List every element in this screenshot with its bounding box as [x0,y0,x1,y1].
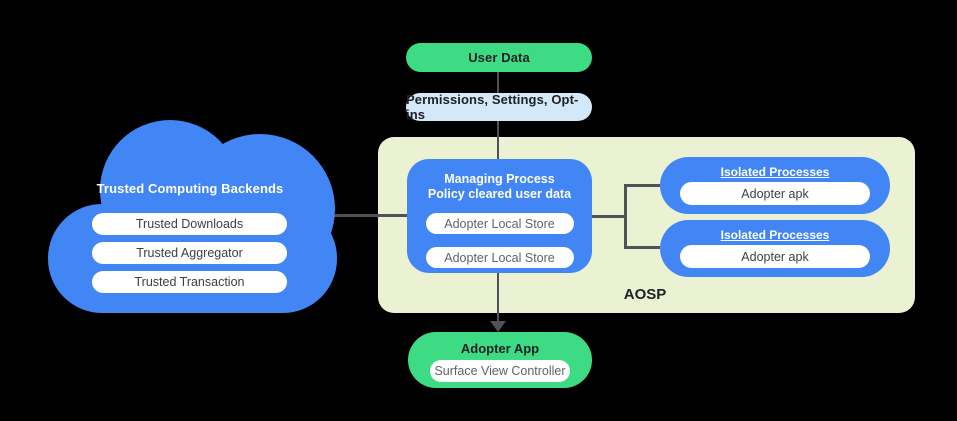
cloud-title: Trusted Computing Backends [96,181,284,196]
cloud-item-label: Trusted Transaction [134,275,245,289]
adopter-apk-label: Adopter apk [741,186,809,201]
managing-process-title: Managing Process Policy cleared user dat… [428,172,571,202]
connector-junction-vertical [624,184,627,249]
arrow-down-icon [490,321,506,332]
cloud-item-trusted-downloads: Trusted Downloads [92,213,287,235]
adopter-app-title: Adopter App [460,341,540,356]
permissions-node: Permissions, Settings, Opt-ins [406,92,592,122]
connector-junction-isolated-1 [627,184,660,187]
adopter-local-store-pill: Adopter Local Store [425,213,574,234]
connector-userdata-permissions [497,72,499,93]
aosp-label: AOSP [623,286,667,303]
connector-permissions-managing [497,121,499,159]
cloud-item-label: Trusted Aggregator [136,246,243,260]
adopter-apk-pill: Adopter apk [680,182,870,205]
isolated-process-title: Isolated Processes [720,165,830,179]
permissions-label: Permissions, Settings, Opt-ins [406,92,579,122]
surface-view-controller-pill: Surface View Controller [430,360,570,382]
adopter-apk-pill: Adopter apk [680,245,870,268]
adopter-local-store-pill: Adopter Local Store [425,247,574,268]
cloud-item-label: Trusted Downloads [135,217,244,231]
connector-managing-adopterapp [497,273,499,322]
connector-managing-junction [592,215,626,218]
managing-process-title-line2: Policy cleared user data [427,187,572,201]
adopter-apk-label: Adopter apk [741,249,809,264]
cloud-item-trusted-transaction: Trusted Transaction [92,271,287,293]
surface-view-controller-label: Surface View Controller [434,364,566,378]
isolated-process-node: Isolated Processes Adopter apk [660,157,890,214]
connector-cloud-managing [328,214,408,217]
user-data-label: User Data [468,50,530,65]
user-data-node: User Data [406,43,592,72]
managing-process-title-line1: Managing Process [444,172,555,186]
adopter-local-store-label: Adopter Local Store [444,216,555,231]
adopter-local-store-label: Adopter Local Store [444,250,555,265]
adopter-app-node: Adopter App Surface View Controller [408,332,592,388]
isolated-process-title: Isolated Processes [720,228,830,242]
isolated-process-node: Isolated Processes Adopter apk [660,220,890,277]
managing-process-node: Managing Process Policy cleared user dat… [407,159,592,273]
connector-junction-isolated-2 [627,246,660,249]
cloud-item-trusted-aggregator: Trusted Aggregator [92,242,287,264]
